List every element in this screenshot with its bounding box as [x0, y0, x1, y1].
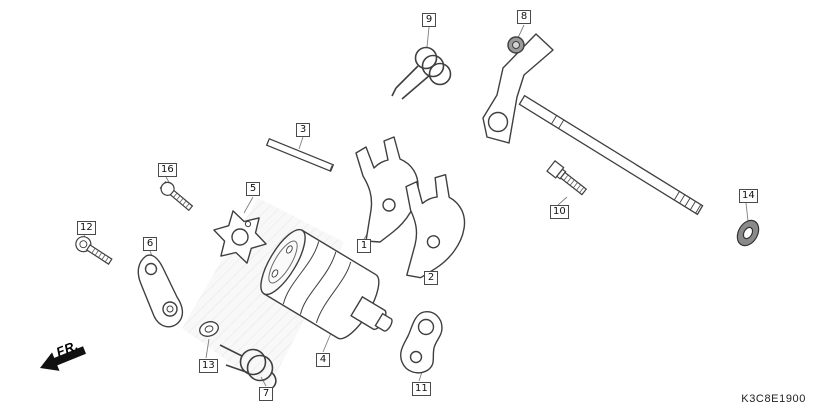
callout-13[interactable]: 13	[199, 359, 218, 373]
part-12-bolt	[75, 236, 113, 265]
part-1-shift-fork	[355, 136, 419, 243]
part-10-bolt	[546, 160, 588, 196]
callout-11[interactable]: 11	[412, 382, 431, 396]
part-13-washer	[199, 321, 219, 337]
callout-7[interactable]: 7	[259, 387, 273, 401]
part-9-return-spring	[391, 46, 452, 100]
part-2-shift-fork	[396, 170, 471, 283]
callout-8[interactable]: 8	[517, 10, 531, 24]
part-7-stopper-spring	[219, 344, 277, 391]
diagram-code: K3C8E1900	[741, 393, 806, 405]
callout-10[interactable]: 10	[550, 205, 569, 219]
callout-3[interactable]: 3	[296, 123, 310, 137]
callout-6[interactable]: 6	[143, 237, 157, 251]
part-8-shift-arm-assembly	[482, 33, 554, 144]
callout-5[interactable]: 5	[246, 182, 260, 196]
callout-2[interactable]: 2	[424, 271, 438, 285]
callout-12[interactable]: 12	[77, 221, 96, 235]
part-14-oil-seal	[736, 219, 760, 247]
gearshift-spindle-shaft	[518, 94, 704, 216]
part-16-bolt	[159, 181, 194, 212]
callout-1[interactable]: 1	[357, 239, 371, 253]
part-6-shift-arm	[137, 254, 184, 328]
callout-14[interactable]: 14	[739, 189, 758, 203]
part-4-gearshift-drum	[260, 228, 393, 340]
part-11-stopper-plate	[399, 311, 443, 374]
callout-9[interactable]: 9	[422, 13, 436, 27]
part-3-fork-shaft	[265, 137, 335, 173]
part-5-star-cam	[213, 210, 267, 264]
fr-direction-arrow-icon	[40, 346, 87, 371]
callout-4[interactable]: 4	[316, 353, 330, 367]
callout-16[interactable]: 16	[158, 163, 177, 177]
